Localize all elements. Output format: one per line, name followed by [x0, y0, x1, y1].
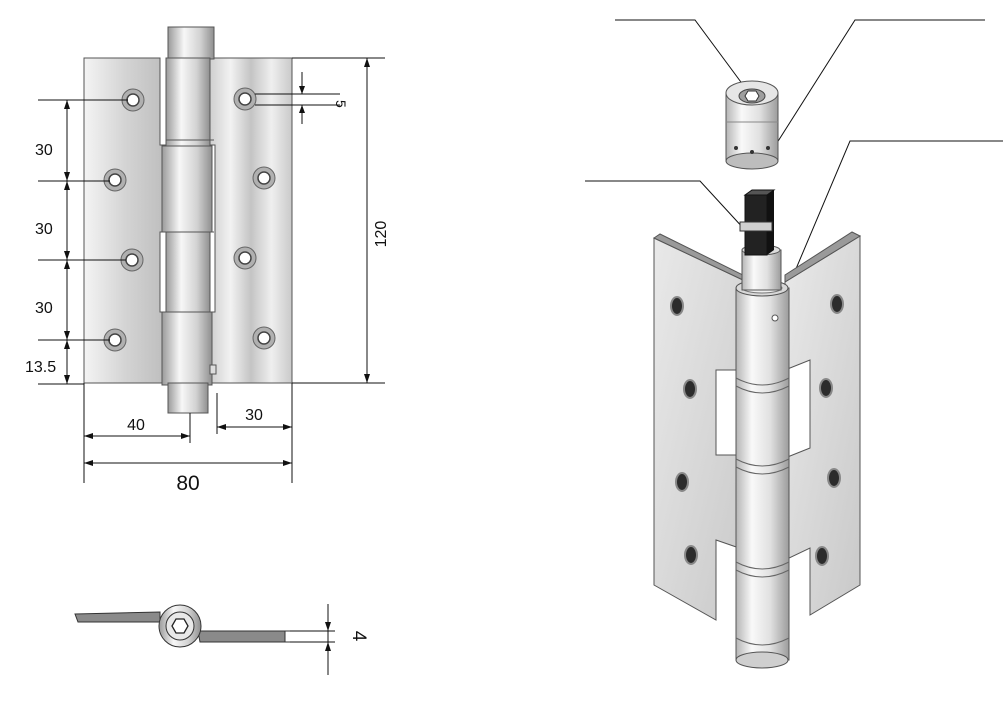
left-plate-3d: [653, 237, 746, 621]
barrel-rings: [735, 377, 790, 646]
hex-socket: [171, 618, 189, 634]
dim-spacing-2: 30: [35, 221, 53, 238]
dim-bottom-offset: 13.5: [25, 359, 56, 376]
top-pin: [167, 26, 215, 60]
dim-pin-offset: 40: [127, 417, 145, 434]
dim-height: 120: [373, 221, 390, 248]
dim-spacing-3: 30: [35, 300, 53, 317]
tension-pin: [209, 364, 217, 375]
front-view: 30 30 30 13.5 5 120 40 30 80: [25, 26, 390, 495]
spring-tube-3d: [741, 249, 782, 291]
bottom-pin: [167, 382, 209, 414]
plate-holes-3d: [670, 294, 844, 566]
exploded-view: [585, 19, 1003, 669]
left-leaf: [83, 57, 167, 384]
barrel-upper: [165, 57, 211, 147]
leader-lines: [585, 19, 1003, 284]
dim-leaf-offset: 30: [245, 407, 263, 424]
dim-hole-diameter: 5: [333, 100, 349, 108]
lock-clip-3d: [739, 221, 773, 232]
dimension-labels: 30 30 30 13.5 5 120 40 30 80: [25, 100, 390, 495]
top-view-left-leaf: [74, 611, 161, 623]
top-view: 4: [74, 604, 369, 675]
dim-thickness: 4: [348, 631, 369, 642]
dim-total-width: 80: [176, 472, 199, 495]
screw-holes: [103, 87, 276, 352]
barrel-middle: [161, 145, 213, 233]
barrel-bottom: [161, 311, 213, 386]
top-view-right-leaf: [197, 630, 291, 643]
barrel-lower: [165, 231, 211, 313]
dimension-arrows: [64, 58, 370, 466]
dim-spacing-1: 30: [35, 142, 53, 159]
